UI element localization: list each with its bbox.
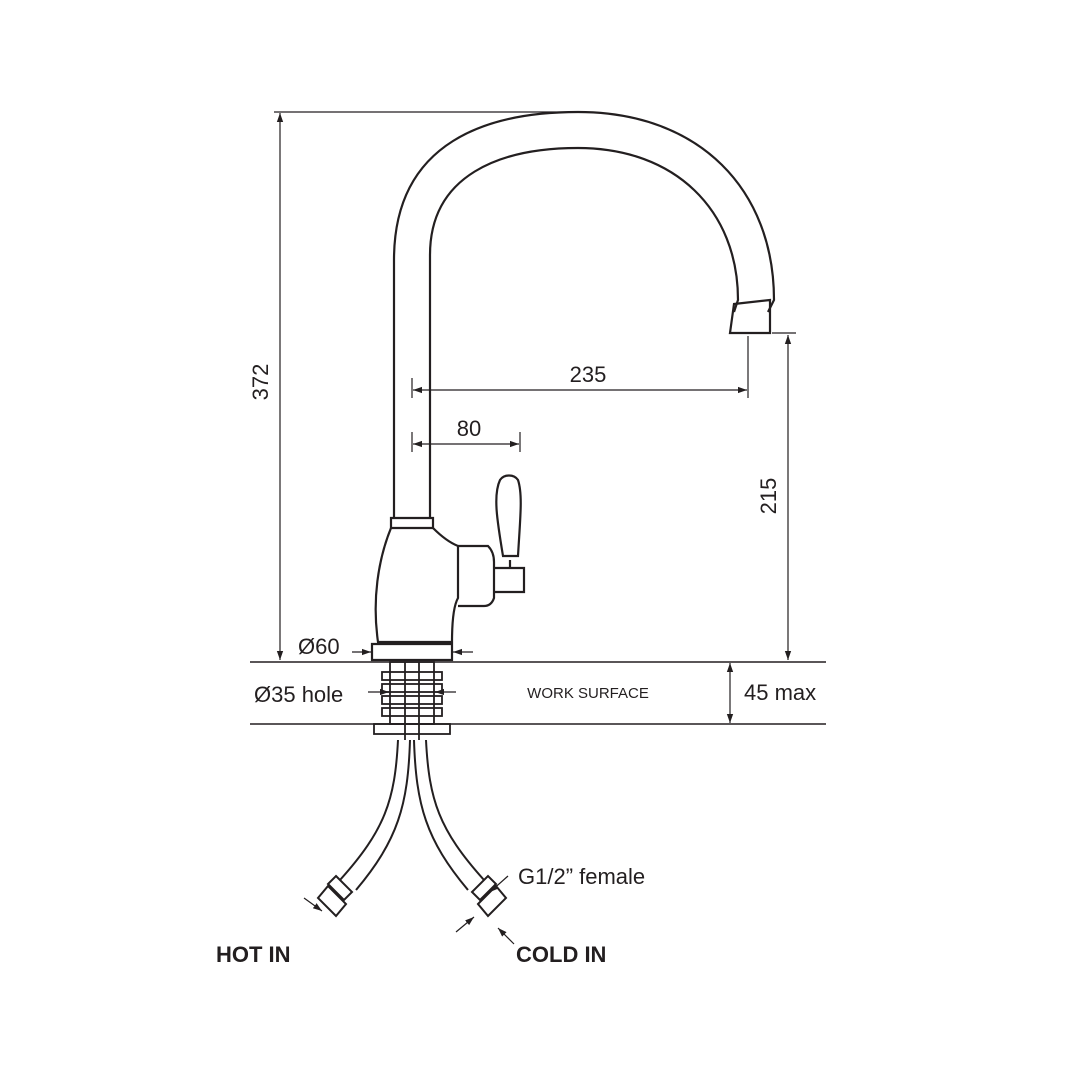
mounting-shank bbox=[373, 661, 451, 740]
cold-hose bbox=[413, 739, 469, 891]
label-spout-height: 215 bbox=[756, 478, 781, 515]
body-collar bbox=[389, 516, 435, 530]
handle-hub bbox=[494, 566, 526, 594]
hot-fitting bbox=[316, 874, 354, 918]
label-connector: G1/2” female bbox=[518, 864, 645, 889]
label-hole-diameter: Ø35 hole bbox=[254, 682, 343, 707]
label-hot-in: HOT IN bbox=[216, 942, 291, 967]
work-surface-lines bbox=[250, 661, 826, 725]
label-handle-offset: 80 bbox=[457, 416, 481, 441]
valve-housing bbox=[458, 544, 496, 608]
label-base-diameter: Ø60 bbox=[298, 634, 340, 659]
label-surface-thickness: 45 max bbox=[744, 680, 816, 705]
base-plate bbox=[370, 642, 454, 662]
label-work-surface: WORK SURFACE bbox=[527, 685, 649, 702]
spout-inner-edge bbox=[428, 146, 740, 518]
dimension-lines bbox=[274, 111, 796, 945]
spout-outer-edge bbox=[392, 110, 776, 518]
flexible-hoses bbox=[339, 739, 485, 891]
valve-body bbox=[374, 527, 460, 644]
hot-hose bbox=[339, 739, 399, 881]
label-cold-in: COLD IN bbox=[516, 942, 606, 967]
label-spout-reach: 235 bbox=[570, 362, 607, 387]
label-height-total: 372 bbox=[248, 364, 273, 401]
lever-handle bbox=[495, 474, 522, 558]
spout-nozzle bbox=[728, 298, 772, 335]
